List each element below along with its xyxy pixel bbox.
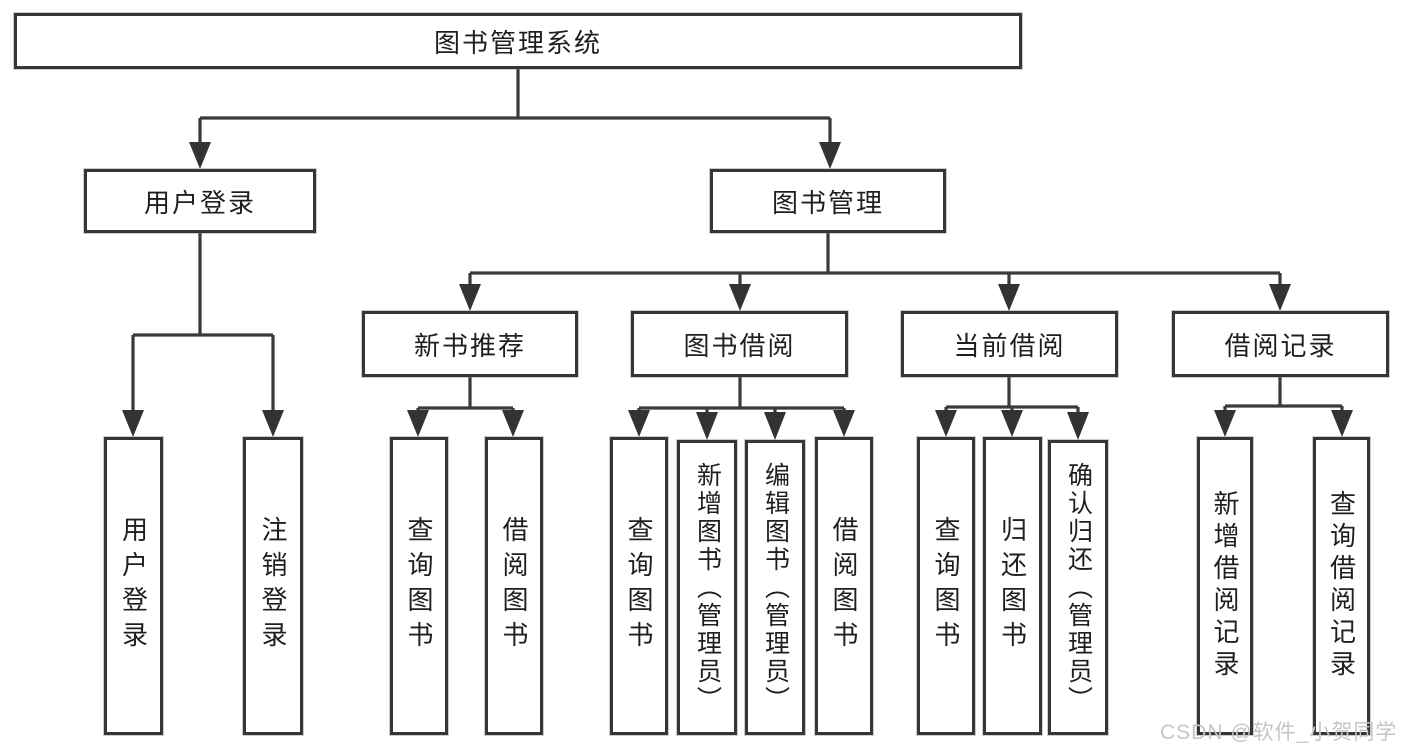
node-user-login: 用户登录 [84, 169, 316, 233]
node-book-borrow: 图书借阅 [631, 311, 848, 377]
node-new-book-rec: 新书推荐 [362, 311, 578, 377]
leaf-add-book-admin: 新增图书（管理员） [677, 440, 737, 735]
leaf-add-borrow-record: 新增借阅记录 [1197, 437, 1253, 735]
leaf-add-book-admin-label: 新增图书（管理员） [693, 461, 722, 714]
node-root: 图书管理系统 [14, 13, 1022, 69]
leaf-edit-book-admin-label: 编辑图书（管理员） [761, 461, 790, 714]
node-book-management: 图书管理 [710, 169, 946, 233]
connector-root-to-level2 [189, 68, 841, 169]
node-borrow-records: 借阅记录 [1172, 311, 1389, 377]
leaf-query-borrow-record: 查询借阅记录 [1313, 437, 1370, 735]
leaf-query-book-label: 查询图书 [624, 516, 654, 656]
node-current-borrow: 当前借阅 [901, 311, 1118, 377]
leaf-confirm-return-admin: 确认归还（管理员） [1048, 440, 1108, 735]
leaf-query-book-under-book-borrow: 查询图书 [610, 437, 668, 735]
connector-book-borrow-children [628, 377, 855, 440]
leaf-return-book: 归还图书 [983, 437, 1042, 735]
leaf-query-book-under-new-book-rec: 查询图书 [390, 437, 448, 735]
leaf-logout-label: 注销登录 [258, 516, 288, 656]
leaf-borrow-book-label: 借阅图书 [829, 516, 859, 656]
node-root-label: 图书管理系统 [433, 27, 602, 58]
leaf-query-borrow-record-label: 查询借阅记录 [1326, 490, 1357, 682]
node-current-borrow-label: 当前借阅 [953, 330, 1066, 361]
leaf-user-login: 用户登录 [104, 437, 163, 735]
node-borrow-records-label: 借阅记录 [1224, 330, 1337, 361]
connector-new-book-rec-children [407, 377, 524, 437]
leaf-edit-book-admin: 编辑图书（管理员） [745, 440, 805, 735]
connector-user-login-children [122, 232, 284, 437]
connector-current-borrow-children [935, 377, 1089, 440]
leaf-add-borrow-record-label: 新增借阅记录 [1210, 490, 1240, 682]
node-book-borrow-label: 图书借阅 [683, 330, 796, 361]
leaf-query-book-under-current-borrow: 查询图书 [917, 437, 975, 735]
connector-book-management-children [459, 233, 1291, 311]
leaf-borrow-book-under-book-borrow: 借阅图书 [815, 437, 873, 735]
connector-borrow-records-children [1214, 377, 1353, 437]
leaf-query-book-label: 查询图书 [404, 516, 434, 656]
leaf-logout: 注销登录 [243, 437, 303, 735]
leaf-confirm-return-admin-label: 确认归还（管理员） [1064, 461, 1093, 714]
leaf-user-login-label: 用户登录 [118, 516, 149, 656]
leaf-return-book-label: 归还图书 [997, 516, 1028, 656]
node-user-login-label: 用户登录 [143, 187, 256, 218]
csdn-watermark: CSDN @软件_小贺同学 [1160, 721, 1398, 744]
leaf-borrow-book-label: 借阅图书 [499, 516, 529, 656]
node-book-management-label: 图书管理 [771, 187, 884, 218]
leaf-borrow-book-under-new-book-rec: 借阅图书 [485, 437, 543, 735]
leaf-query-book-label: 查询图书 [931, 516, 961, 656]
node-new-book-rec-label: 新书推荐 [413, 330, 526, 361]
